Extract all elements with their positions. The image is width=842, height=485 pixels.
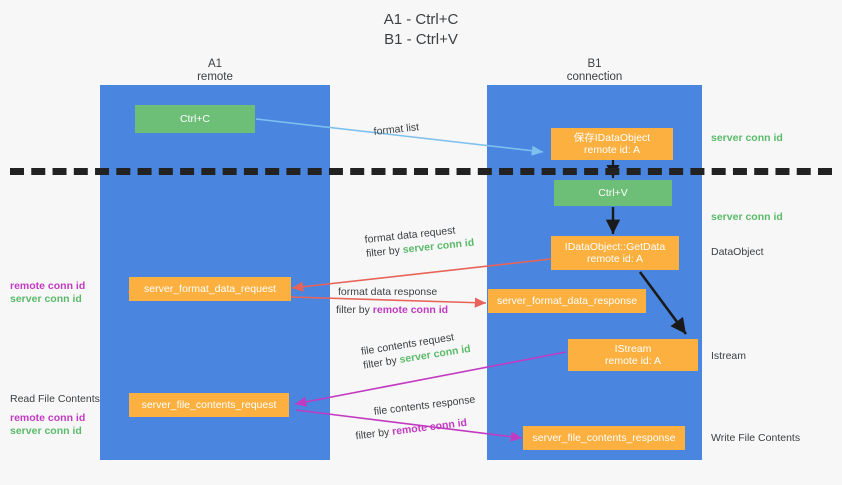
lane-a1-sub: remote (197, 71, 233, 83)
node-server-format-data-request[interactable]: server_format_data_request (129, 277, 291, 301)
edge-remote-conn-id-2: remote conn id (372, 304, 449, 316)
edge-format-data-response-text: format data response (338, 286, 438, 298)
edge-label-format-data-response: format data response filter by remote co… (336, 285, 449, 317)
lane-b1-name: B1 (587, 58, 602, 70)
caption-read-file-contents: Read File Contents (10, 393, 100, 405)
node-server-file-contents-response-label: server_file_contents_response (532, 431, 676, 444)
edge-filter-by-4: filter by (354, 426, 391, 443)
edge-filter-by-1: filter by (365, 244, 401, 260)
node-ctrl-c[interactable]: Ctrl+C (135, 105, 255, 133)
node-istream-title: IStream (614, 342, 652, 355)
node-server-file-contents-response[interactable]: server_file_contents_response (523, 426, 685, 450)
node-getdata-title: IDataObject::GetData (564, 240, 666, 253)
node-save-idataobject[interactable]: 保存IDataObject remote id: A (551, 128, 673, 160)
edge-label-file-contents-request: file contents request filter by server c… (360, 328, 472, 373)
edge-remote-conn-id-4: remote conn id (391, 416, 468, 438)
caption-remote-conn-id-lower: remote conn id (10, 412, 86, 424)
node-ctrl-c-label: Ctrl+C (179, 112, 211, 125)
node-idataobject-getdata[interactable]: IDataObject::GetData remote id: A (551, 236, 679, 270)
caption-server-conn-id-upper: server conn id (10, 293, 82, 305)
edge-filter-by-3: filter by (362, 354, 398, 372)
node-save-idataobject-id: remote id: A (583, 144, 641, 156)
lane-header-a1: A1 remote (100, 58, 330, 84)
edge-file-contents-response-text: file contents response (373, 393, 476, 418)
node-server-format-data-response-label: server_format_data_response (496, 294, 638, 307)
node-ctrl-v-label: Ctrl+V (598, 186, 628, 199)
caption-remote-conn-id-upper: remote conn id (10, 280, 86, 292)
caption-write-file-contents: Write File Contents (711, 432, 801, 444)
lane-header-b1: B1 connection (487, 58, 702, 84)
caption-dataobject: DataObject (711, 246, 764, 258)
edge-label-format-list: format list (373, 120, 420, 139)
node-server-format-data-response[interactable]: server_format_data_response (488, 289, 646, 313)
edge-label-file-contents-response: file contents response filter by remote … (355, 393, 479, 443)
caption-server-conn-id-top: server conn id (711, 132, 783, 144)
edge-label-format-data-request: format data request filter by server con… (364, 222, 475, 261)
title-line-1: A1 - Ctrl+C (383, 11, 459, 28)
lane-a1-name: A1 (207, 58, 223, 70)
edge-label-format-list-text: format list (373, 121, 420, 138)
page-title: A1 - Ctrl+C B1 - Ctrl+V (0, 10, 842, 50)
phase-separator (10, 168, 832, 175)
node-istream[interactable]: IStream remote id: A (568, 339, 698, 371)
lane-b1-sub: connection (566, 71, 623, 83)
edge-filter-by-2: filter by (336, 304, 370, 316)
title-line-2: B1 - Ctrl+V (384, 31, 458, 48)
node-server-file-contents-request[interactable]: server_file_contents_request (129, 393, 289, 417)
node-ctrl-v[interactable]: Ctrl+V (554, 180, 672, 206)
caption-server-conn-id-mid: server conn id (711, 211, 783, 223)
node-server-file-contents-request-label: server_file_contents_request (141, 398, 277, 411)
caption-server-conn-id-lower: server conn id (10, 425, 82, 437)
node-istream-id: remote id: A (604, 355, 662, 367)
node-server-format-data-request-label: server_format_data_request (144, 282, 276, 295)
node-getdata-id: remote id: A (586, 253, 644, 265)
caption-istream: Istream (711, 350, 747, 362)
node-save-idataobject-title: 保存IDataObject (573, 131, 651, 144)
